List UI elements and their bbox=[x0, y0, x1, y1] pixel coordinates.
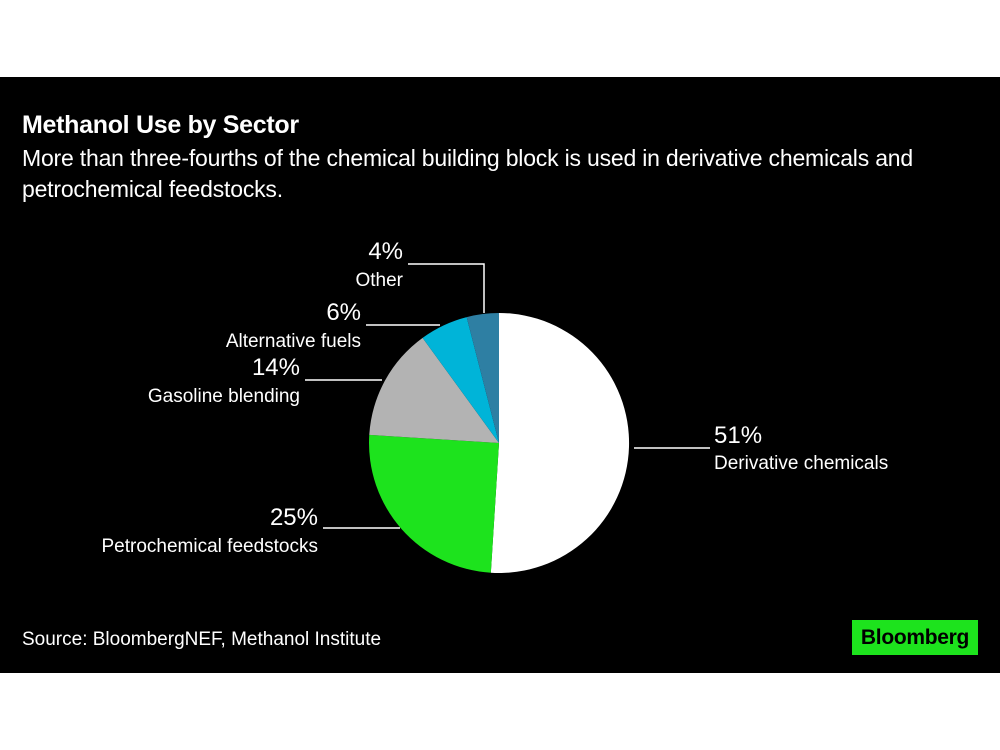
pie-slice-alternative-fuels bbox=[422, 317, 499, 443]
label-gasoline-name: Gasoline blending bbox=[148, 386, 300, 407]
pie-slice-gasoline-blending bbox=[369, 337, 499, 443]
chart-subtitle: More than three-fourths of the chemical … bbox=[22, 145, 913, 202]
label-petro-pct: 25% bbox=[270, 504, 318, 531]
source-note: Source: BloombergNEF, Methanol Institute bbox=[22, 629, 382, 650]
pie-slice-other bbox=[466, 313, 499, 443]
chart-title: Methanol Use by Sector bbox=[22, 111, 299, 139]
chart-panel: Methanol Use by Sector More than three-f… bbox=[0, 77, 1000, 673]
leader-other bbox=[408, 263, 485, 313]
label-other-pct: 4% bbox=[368, 238, 403, 265]
label-petro-name: Petrochemical feedstocks bbox=[102, 536, 319, 557]
leader-lines bbox=[305, 263, 710, 529]
label-other-name: Other bbox=[355, 270, 403, 291]
label-derivative-pct: 51% bbox=[714, 422, 762, 449]
label-gasoline-pct: 14% bbox=[252, 354, 300, 381]
label-altfuels-name: Alternative fuels bbox=[226, 331, 361, 352]
label-derivative-name: Derivative chemicals bbox=[714, 453, 888, 474]
label-altfuels-pct: 6% bbox=[326, 299, 361, 326]
pie-slices bbox=[369, 313, 630, 573]
pie-slice-derivative-chemicals bbox=[490, 313, 630, 573]
bloomberg-logo: Bloomberg bbox=[852, 620, 978, 655]
pie-chart: 4% Other 6% Alternative fuels 14% Gasoli… bbox=[102, 238, 888, 573]
pie-slice-petrochemical-feedstocks bbox=[369, 434, 499, 573]
